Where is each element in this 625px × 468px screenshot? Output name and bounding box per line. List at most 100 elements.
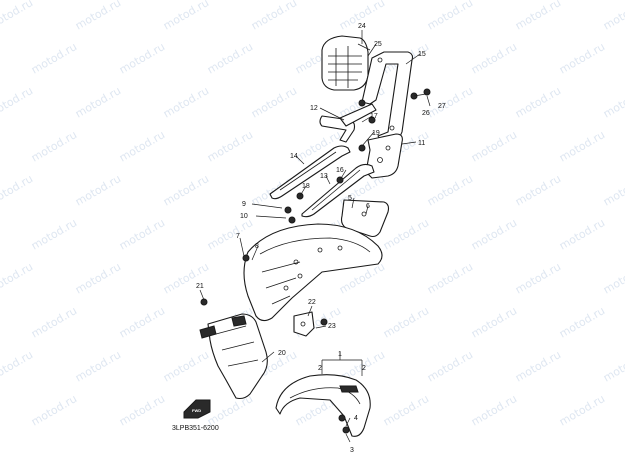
watermark-text: motod.ru: [381, 304, 431, 340]
callout-3: 3: [350, 447, 354, 454]
callout-4: 4: [354, 415, 358, 422]
callout-9: 9: [242, 201, 246, 208]
watermark-text: motod.ru: [601, 84, 625, 120]
callout-2a: 2: [318, 365, 322, 372]
front-fender[interactable]: [275, 374, 371, 437]
watermark-text: motod.ru: [469, 40, 519, 76]
bolt[interactable]: [358, 144, 366, 152]
watermark-text: motod.ru: [469, 392, 519, 428]
callout-1: 1: [338, 351, 342, 358]
watermark-text: motod.ru: [117, 392, 167, 428]
watermark-text: motod.ru: [161, 348, 211, 384]
callout-6: 6: [366, 203, 370, 210]
callout-2b: 2: [362, 365, 366, 372]
rear-fender[interactable]: [243, 223, 383, 322]
watermark-text: motod.ru: [601, 172, 625, 208]
watermark-text: motod.ru: [513, 172, 563, 208]
watermark-text: motod.ru: [601, 260, 625, 296]
watermark-text: motod.ru: [249, 0, 299, 33]
watermark-text: motod.ru: [205, 40, 255, 76]
callout-25: 25: [374, 41, 382, 48]
watermark-text: motod.ru: [29, 40, 79, 76]
watermark-text: motod.ru: [0, 0, 35, 33]
bolt[interactable]: [423, 88, 431, 96]
watermark-text: motod.ru: [73, 0, 123, 33]
watermark-text: motod.ru: [0, 84, 35, 120]
callout-7: 7: [236, 233, 240, 240]
watermark-text: motod.ru: [469, 216, 519, 252]
watermark-text: motod.ru: [205, 392, 255, 428]
watermark-text: motod.ru: [425, 84, 475, 120]
watermark-text: motod.ru: [73, 348, 123, 384]
watermark-text: motod.ru: [161, 172, 211, 208]
watermark-text: motod.ru: [29, 304, 79, 340]
watermark-text: motod.ru: [513, 348, 563, 384]
callout-24: 24: [358, 23, 366, 30]
watermark-text: motod.ru: [161, 0, 211, 33]
side-bracket-plate[interactable]: [365, 133, 403, 179]
watermark-text: motod.ru: [425, 260, 475, 296]
mud-flap[interactable]: [199, 313, 268, 400]
watermark-text: motod.ru: [117, 128, 167, 164]
backrest-pad[interactable]: [321, 35, 369, 91]
grab-bar-upper[interactable]: [319, 103, 377, 143]
callout-23: 23: [328, 323, 336, 330]
callout-19: 19: [372, 130, 380, 137]
callout-8: 8: [255, 243, 259, 250]
callout-labels: 1 2 2 3 4 5 6 7 8 9 10 11 12 13 14 15 16…: [196, 23, 446, 454]
watermark-text: motod.ru: [161, 84, 211, 120]
watermark-text: motod.ru: [117, 304, 167, 340]
callout-22: 22: [308, 299, 316, 306]
bolt[interactable]: [342, 426, 350, 434]
watermark-text: motod.ru: [425, 0, 475, 33]
watermark-text: motod.ru: [205, 128, 255, 164]
callout-26: 26: [422, 110, 430, 117]
bolt[interactable]: [338, 414, 346, 422]
watermark-text: motod.ru: [557, 216, 607, 252]
bolt[interactable]: [288, 216, 296, 224]
bolt[interactable]: [284, 206, 292, 214]
svg-text:FWD: FWD: [192, 408, 201, 413]
callout-11: 11: [418, 140, 425, 147]
small-cover-plate[interactable]: [340, 199, 390, 238]
watermark-text: motod.ru: [601, 348, 625, 384]
callout-15: 15: [418, 51, 426, 58]
callout-17: 17: [370, 113, 378, 120]
watermark-text: motod.ru: [513, 0, 563, 33]
fwd-badge: FWD: [183, 399, 211, 419]
bolt[interactable]: [200, 298, 208, 306]
callout-21: 21: [196, 283, 204, 290]
watermark-text: motod.ru: [73, 172, 123, 208]
watermark-text: motod.ru: [513, 84, 563, 120]
watermark-text: motod.ru: [0, 172, 35, 208]
watermark-text: motod.ru: [513, 260, 563, 296]
watermark-text: motod.ru: [161, 260, 211, 296]
watermark-text: motod.ru: [557, 304, 607, 340]
watermark-text: motod.ru: [249, 172, 299, 208]
grab-rail-right[interactable]: [301, 163, 375, 218]
watermark-text: motod.ru: [117, 40, 167, 76]
bolt[interactable]: [358, 99, 366, 107]
bolt[interactable]: [242, 254, 250, 262]
callout-12: 12: [310, 105, 318, 112]
watermark-text: motod.ru: [425, 348, 475, 384]
watermark-text: motod.ru: [469, 128, 519, 164]
grab-rail-left[interactable]: [269, 145, 351, 200]
watermark-text: motod.ru: [117, 216, 167, 252]
watermark-text: motod.ru: [73, 84, 123, 120]
diagram-code-label: 3LPB351-6200: [172, 425, 219, 432]
watermark-text: motod.ru: [557, 40, 607, 76]
watermark-text: motod.ru: [29, 128, 79, 164]
callout-14: 14: [290, 153, 298, 160]
bolt[interactable]: [320, 318, 328, 326]
bolt[interactable]: [368, 116, 376, 124]
callout-16: 16: [336, 167, 344, 174]
watermark-text: motod.ru: [205, 216, 255, 252]
callout-27: 27: [438, 103, 446, 110]
watermark-text: motod.ru: [469, 304, 519, 340]
watermark-text: motod.ru: [249, 84, 299, 120]
watermark-text: motod.ru: [0, 260, 35, 296]
callout-18: 18: [302, 183, 310, 190]
watermark-text: motod.ru: [381, 392, 431, 428]
